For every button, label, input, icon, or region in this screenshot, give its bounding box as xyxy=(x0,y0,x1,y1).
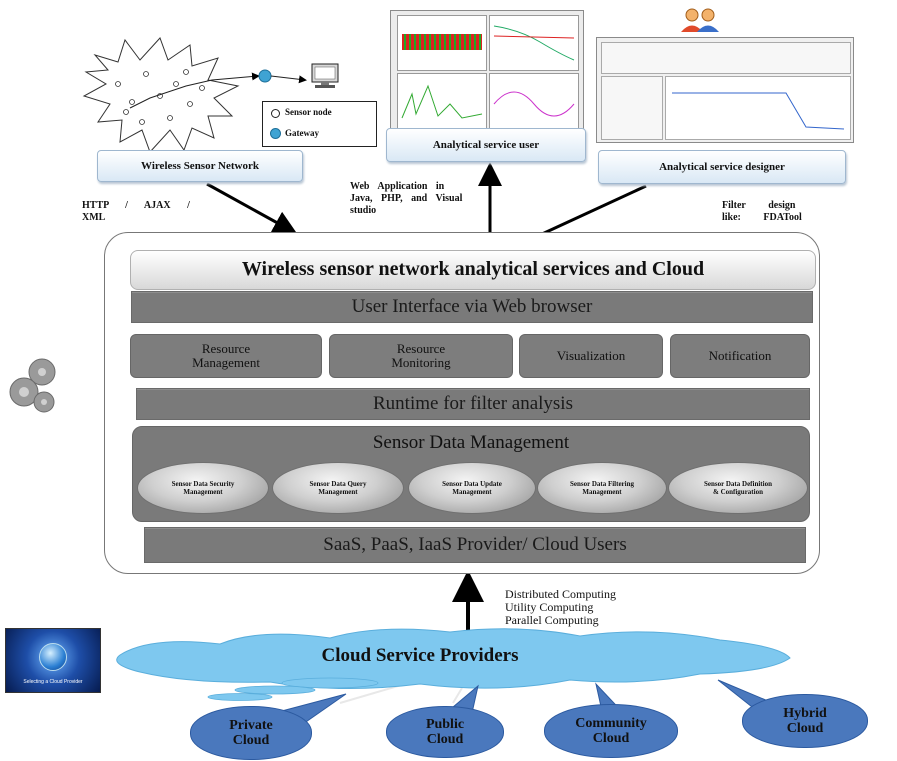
module-resource-monitoring: Resource Monitoring xyxy=(329,334,513,378)
sensor-submodule-definition: Sensor Data Definition & Configuration xyxy=(668,462,808,514)
monitor-icon xyxy=(311,63,339,88)
arrow-wsn-to-platform xyxy=(206,182,298,234)
cloud-puff xyxy=(207,693,273,701)
runtime-layer-label: Runtime for filter analysis xyxy=(373,393,573,414)
platform-title-box: Wireless sensor network analytical servi… xyxy=(130,250,816,290)
sensor-node-icon xyxy=(271,109,280,118)
provider-layer: SaaS, PaaS, IaaS Provider/ Cloud Users xyxy=(144,527,806,563)
ui-layer: User Interface via Web browser xyxy=(131,291,813,323)
computing-item: Distributed Computing xyxy=(505,587,616,601)
module-resource-management: Resource Management xyxy=(130,334,322,378)
analytics-screenshot xyxy=(390,10,584,134)
legend-sensor-label: Sensor node xyxy=(285,107,332,117)
cloud-provider-logo: Selecting a Cloud Provider xyxy=(5,628,101,693)
globe-icon xyxy=(39,643,67,671)
wsn-title-box: Wireless Sensor Network xyxy=(97,150,303,182)
filter-designer-screenshot xyxy=(596,37,854,143)
sensor-submodule-update: Sensor Data Update Management xyxy=(408,462,536,514)
cloud-type-public: Public Cloud xyxy=(386,706,504,758)
module-label: Notification xyxy=(708,348,772,363)
computing-item: Utility Computing xyxy=(505,600,594,614)
gears-icon xyxy=(2,352,68,418)
response-plot xyxy=(489,15,579,71)
analytical-user-title: Analytical service user xyxy=(432,139,540,151)
cloud-type-hybrid: Hybrid Cloud xyxy=(742,694,868,748)
wsn-sensor-nodes xyxy=(115,69,205,125)
cloud-providers-title: Cloud Service Providers xyxy=(321,645,519,666)
sensor-submodule-query: Sensor Data Query Management xyxy=(272,462,404,514)
platform-title: Wireless sensor network analytical servi… xyxy=(241,258,705,280)
designer-users-icon xyxy=(678,7,722,33)
phase-plot xyxy=(489,73,579,129)
arrow-designer-to-platform xyxy=(541,184,647,236)
sensor-submodule-security: Sensor Data Security Management xyxy=(137,462,269,514)
runtime-layer: Runtime for filter analysis xyxy=(136,388,810,420)
module-visualization: Visualization xyxy=(519,334,663,378)
cloud-type-community: Community Cloud xyxy=(544,704,678,758)
web-app-note: Web Application in Java, PHP, and Visual… xyxy=(350,181,463,216)
signal-plot xyxy=(397,15,487,71)
cloud-puff xyxy=(281,677,379,689)
wsn-legend: Sensor node Gateway xyxy=(262,101,377,147)
ui-layer-label: User Interface via Web browser xyxy=(351,296,593,317)
gateway-icon xyxy=(270,128,281,139)
designer-title: Analytical service designer xyxy=(659,161,785,173)
logo-caption: Selecting a Cloud Provider xyxy=(23,679,83,685)
filter-note: Filter design like: FDATool xyxy=(722,200,802,223)
protocol-label: HTTP / AJAX / XML xyxy=(82,200,190,223)
sensor-data-title: Sensor Data Management xyxy=(372,432,570,453)
sensor-submodule-filtering: Sensor Data Filtering Management xyxy=(537,462,667,514)
legend-gateway-label: Gateway xyxy=(285,128,319,138)
module-label: Resource Monitoring xyxy=(391,341,451,370)
cloud-type-private: Private Cloud xyxy=(190,706,312,760)
provider-layer-label: SaaS, PaaS, IaaS Provider/ Cloud Users xyxy=(323,534,627,555)
computing-list: Distributed Computing Utility Computing … xyxy=(505,588,616,627)
module-label: Resource Management xyxy=(192,341,260,370)
module-notification: Notification xyxy=(670,334,810,378)
cloud-puff xyxy=(234,685,316,695)
analytical-user-title-box: Analytical service user xyxy=(386,128,586,162)
module-label: Visualization xyxy=(556,348,626,363)
computing-item: Parallel Computing xyxy=(505,613,599,627)
designer-title-box: Analytical service designer xyxy=(598,150,846,184)
wsn-title: Wireless Sensor Network xyxy=(141,160,259,172)
wsn-route xyxy=(129,72,260,109)
